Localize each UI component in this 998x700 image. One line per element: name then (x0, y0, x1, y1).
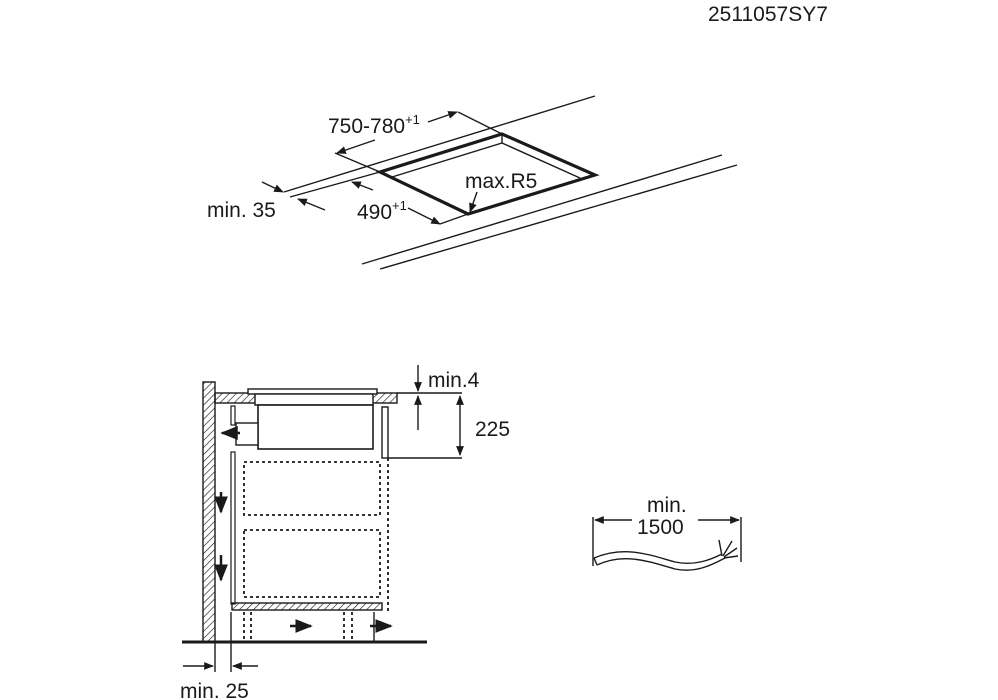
cabinet-bottom (231, 602, 383, 611)
drawer-upper (243, 461, 381, 516)
dimension-arrow (297, 198, 326, 211)
countertop-front-edge-2 (379, 164, 738, 270)
cable-min-label: min. (647, 494, 687, 517)
extension-line (439, 213, 469, 225)
drawing-code: 2511057SY7 (708, 3, 828, 26)
radius-label: max.R5 (465, 170, 537, 193)
extension-line (457, 111, 503, 135)
cable (593, 551, 723, 564)
radius-arrow (469, 191, 478, 213)
drawer-lower (243, 529, 381, 598)
cable-end (593, 557, 598, 566)
cutout-depth-label: 490+1 (357, 198, 407, 224)
dimension-arrow (336, 139, 376, 154)
dimension-arrow (407, 207, 441, 225)
height-label: 225 (475, 418, 510, 441)
gap-label: min.4 (428, 369, 480, 392)
hob-frame (254, 393, 374, 406)
extension-line (334, 152, 381, 173)
hob-glass (247, 388, 378, 395)
wall-distance-label: min. 25 (180, 680, 249, 700)
cutout-outline (375, 132, 600, 216)
hob-body (257, 404, 374, 450)
front-panel (381, 406, 389, 459)
cable-drawing: min. 1500 (592, 494, 742, 571)
cable-strands (718, 539, 739, 559)
airflow-arrows (214, 426, 393, 633)
back-panel (230, 451, 236, 605)
section-drawing: min.4 225 min. 25 (180, 365, 510, 700)
wall (202, 381, 216, 643)
dimension-arrow (261, 181, 284, 193)
cutout-width-label: 750-780+1 (328, 112, 420, 138)
dimension-arrow (351, 181, 374, 191)
dimension-arrow (427, 111, 458, 123)
cable (596, 557, 726, 571)
cable-length-label: 1500 (637, 516, 684, 539)
countertop-back-edge (283, 95, 596, 193)
edge-distance-label: min. 35 (207, 199, 276, 222)
countertop-front-edge (361, 154, 723, 265)
cutout-drawing: 750-780+1 min. 35 490+1 max.R5 (207, 95, 738, 270)
countertop-back-strip (289, 171, 381, 198)
back-panel-top (230, 405, 236, 426)
